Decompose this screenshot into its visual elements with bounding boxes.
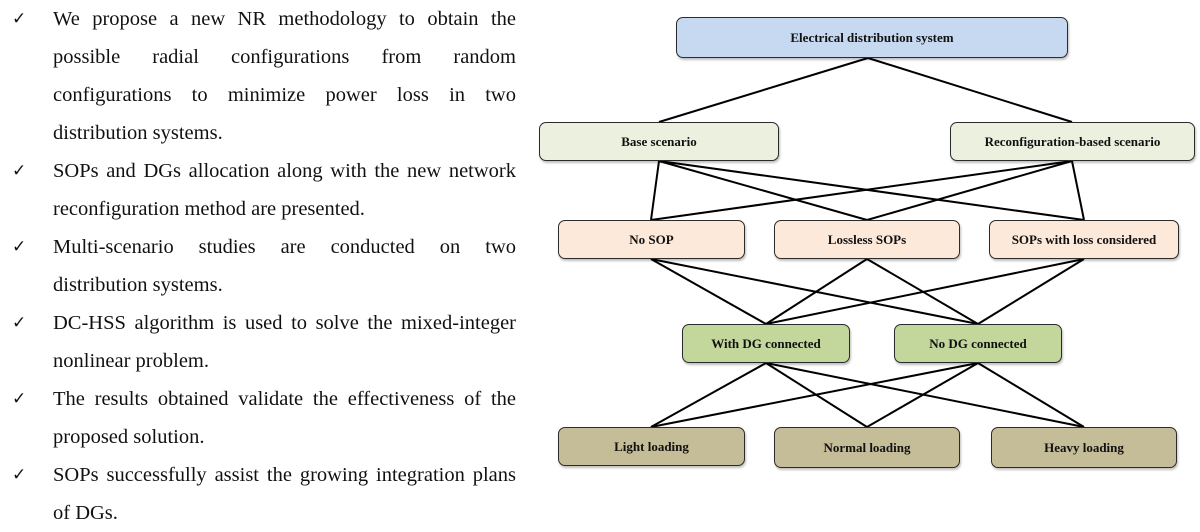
highlight-item: ✓ DC-HSS algorithm is used to solve the … <box>10 304 516 380</box>
loading-node-heavy: Heavy loading <box>991 427 1177 468</box>
connector-line <box>650 160 1073 221</box>
connector-line <box>866 160 1073 221</box>
loading-label: Normal loading <box>823 439 911 455</box>
root-node: Electrical distribution system <box>676 17 1068 58</box>
connector-line <box>658 160 1085 221</box>
connector-line <box>650 160 660 221</box>
connector-line <box>866 362 979 428</box>
dg-label: No DG connected <box>929 335 1027 351</box>
loading-node-light: Light loading <box>558 427 745 466</box>
highlight-item: ✓ Multi-scenario studies are conducted o… <box>10 228 516 304</box>
connector-line <box>765 258 1085 325</box>
connector-line <box>1071 160 1085 221</box>
connector-line <box>867 57 1073 123</box>
highlight-item: ✓ SOPs and DGs allocation along with the… <box>10 152 516 228</box>
connector-line <box>650 362 979 428</box>
check-icon: ✓ <box>12 9 27 29</box>
sop-label: No SOP <box>629 231 674 247</box>
highlight-text: SOPs successfully assist the growing int… <box>53 464 516 524</box>
connector-line <box>977 258 1085 325</box>
highlight-item: ✓ The results obtained validate the effe… <box>10 380 516 456</box>
loading-label: Light loading <box>614 438 689 454</box>
dg-node-connected: With DG connected <box>682 324 850 363</box>
highlight-item: ✓ SOPs successfully assist the growing i… <box>10 456 516 532</box>
connector-line <box>765 362 1085 428</box>
check-icon: ✓ <box>12 389 27 409</box>
dg-label: With DG connected <box>711 335 821 351</box>
highlights-list: ✓ We propose a new NR methodology to obt… <box>10 0 516 532</box>
root-node-label: Electrical distribution system <box>790 29 954 45</box>
connector-line <box>650 258 767 325</box>
highlight-text: DC-HSS algorithm is used to solve the mi… <box>53 312 516 372</box>
connector-line <box>650 362 767 428</box>
sop-node-lossless: Lossless SOPs <box>774 220 960 259</box>
check-icon: ✓ <box>12 465 27 485</box>
connector-line <box>977 362 1085 428</box>
check-icon: ✓ <box>12 237 27 257</box>
connector-line <box>658 57 869 123</box>
loading-node-normal: Normal loading <box>774 427 960 468</box>
dg-node-not-connected: No DG connected <box>894 324 1062 363</box>
scenario-node-base: Base scenario <box>539 122 779 161</box>
check-icon: ✓ <box>12 161 27 181</box>
connector-line <box>658 160 868 221</box>
loading-label: Heavy loading <box>1044 439 1124 455</box>
highlight-text: SOPs and DGs allocation along with the n… <box>53 160 516 220</box>
scenario-label: Reconfiguration-based scenario <box>984 133 1161 149</box>
check-icon: ✓ <box>12 313 27 333</box>
highlight-item: ✓ We propose a new NR methodology to obt… <box>10 0 516 144</box>
scenario-node-reconfiguration: Reconfiguration-based scenario <box>950 122 1195 161</box>
highlight-text: The results obtained validate the effect… <box>53 388 516 448</box>
connector-line <box>765 258 868 325</box>
sop-node-none: No SOP <box>558 220 745 259</box>
highlight-text: Multi-scenario studies are conducted on … <box>53 236 516 296</box>
highlight-text: We propose a new NR methodology to obtai… <box>53 8 516 144</box>
sop-node-with-loss: SOPs with loss considered <box>989 220 1179 259</box>
scenario-label: Base scenario <box>621 133 697 149</box>
connector-line <box>650 258 979 325</box>
sop-label: Lossless SOPs <box>827 231 907 247</box>
sop-label: SOPs with loss considered <box>1011 231 1157 247</box>
